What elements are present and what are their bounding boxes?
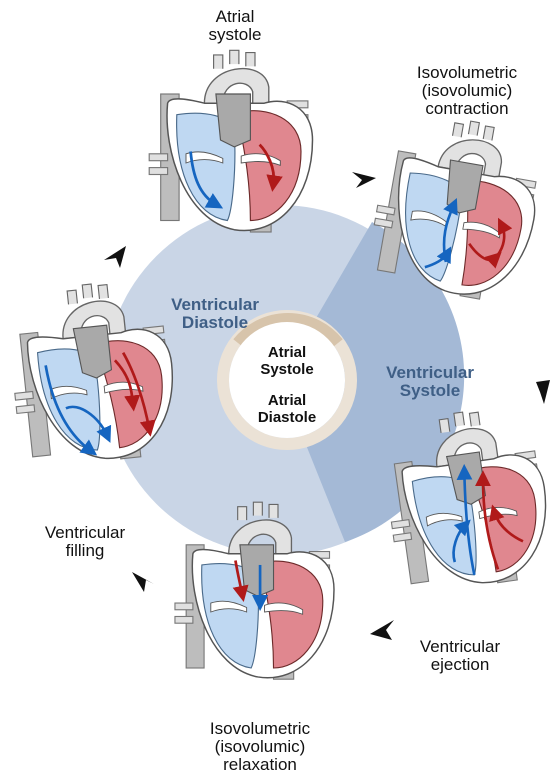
- stage-label-isovolumetric-relaxation: Isovolumetric(isovolumic)relaxation: [190, 720, 330, 774]
- arrowhead-3: [370, 620, 394, 640]
- heart-atrial-systole: [149, 50, 312, 232]
- arrowhead-1: [352, 172, 376, 188]
- arrowhead-4: [132, 572, 154, 592]
- stage-label-isovolumetric-contraction: Isovolumetric(isovolumic)contraction: [392, 64, 542, 118]
- arrowhead-2: [536, 380, 550, 404]
- arrowhead-5: [104, 246, 126, 268]
